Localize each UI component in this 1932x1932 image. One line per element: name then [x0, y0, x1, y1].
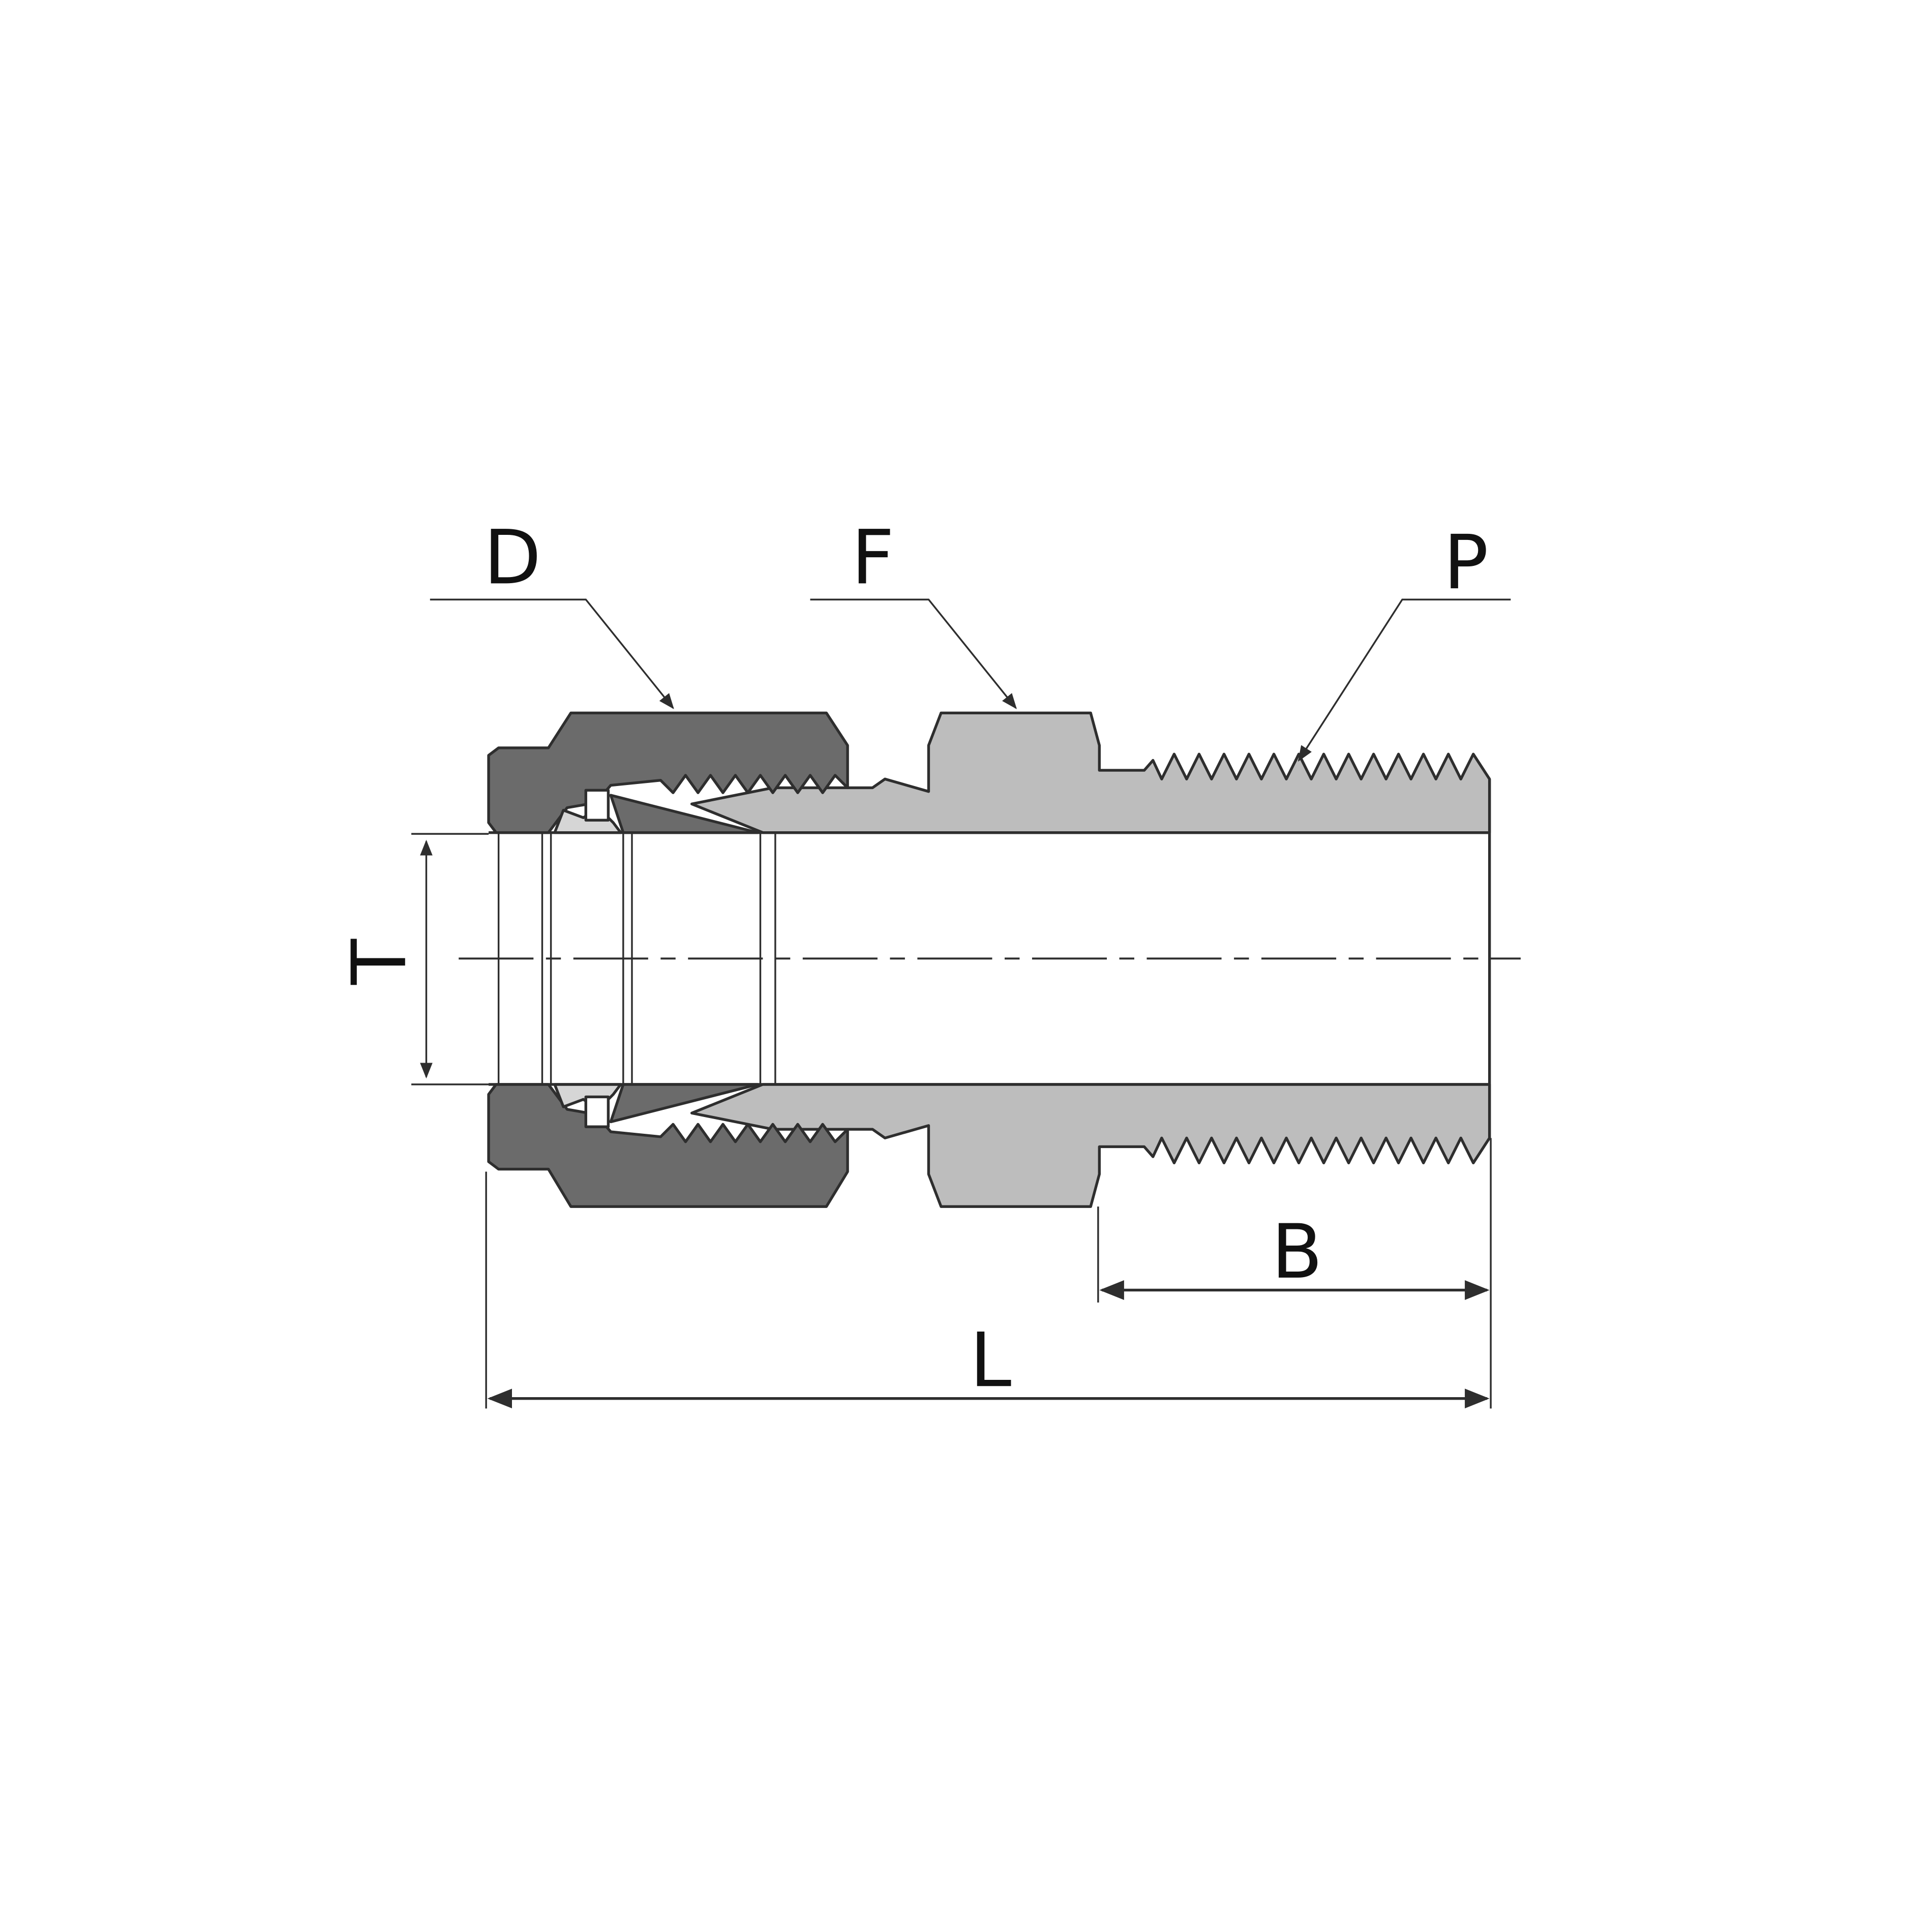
label-f: F [851, 514, 894, 601]
body-lower [690, 1083, 1491, 1208]
label-l: L [970, 1316, 1011, 1404]
label-b: B [1272, 1208, 1323, 1295]
label-d: D [484, 514, 541, 601]
dim-b: B [1099, 1208, 1490, 1300]
dim-l: L [487, 1316, 1490, 1409]
label-p: P [1443, 519, 1489, 606]
nut-lower [487, 1083, 849, 1208]
body-upper [690, 711, 1491, 834]
bore [489, 779, 1491, 1138]
front-ferrule [553, 789, 622, 1128]
label-t: T [336, 939, 423, 985]
dim-t: T [336, 833, 489, 1085]
nut-upper [487, 711, 849, 834]
callout-p: P [1297, 519, 1511, 762]
callout-d: D [430, 514, 674, 709]
callout-f: F [810, 514, 1017, 709]
